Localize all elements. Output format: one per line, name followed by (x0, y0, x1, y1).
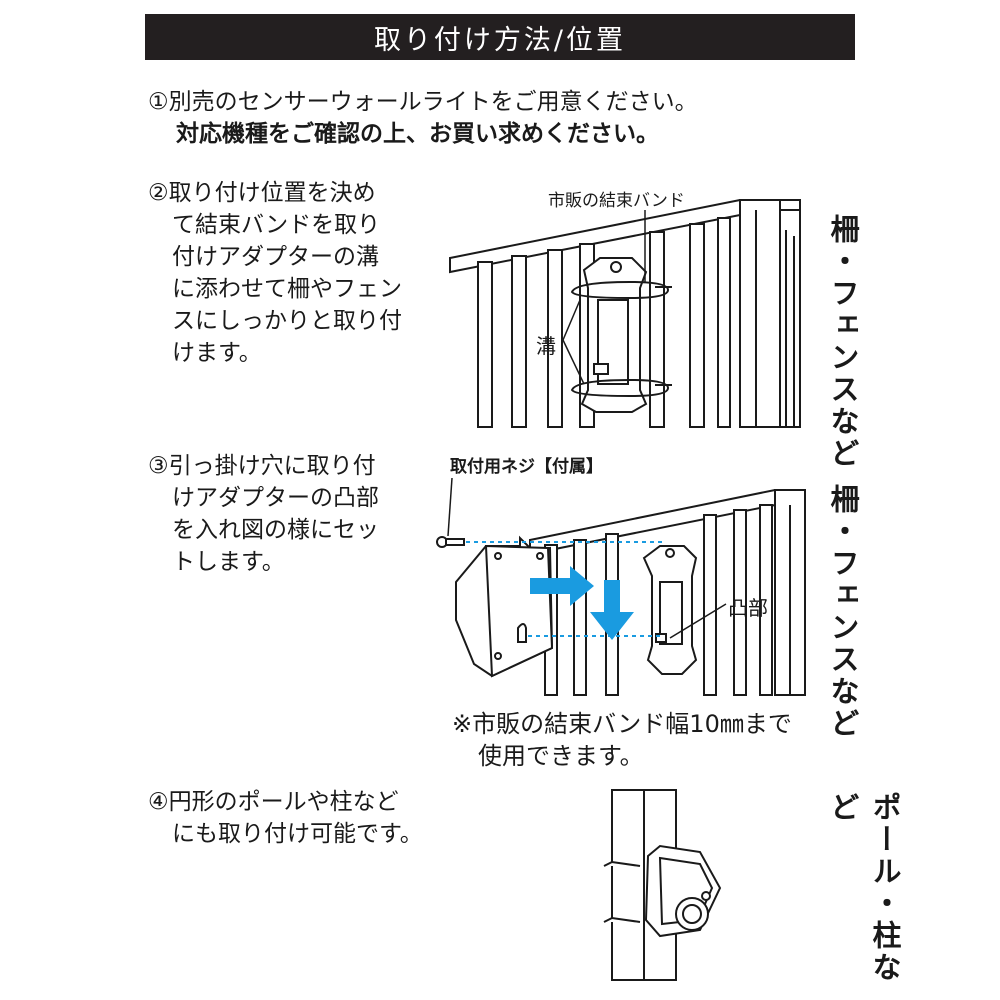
step2-line: スにしっかりと取り付 (172, 308, 402, 334)
step2-text: ②取り付け位置を決め て結束バンドを取り 付けアダプターの溝 に添わせて柵やフェ… (148, 177, 428, 369)
label-groove: 溝 (536, 334, 556, 358)
side-label-pole: ポール・柱など (826, 792, 902, 984)
step4-line: にも取り付け可能です。 (172, 821, 423, 847)
label-boss: 凸部 (728, 596, 768, 620)
section-header: 取り付け方法/位置 (145, 14, 855, 60)
note-text: ※市販の結束バンド幅10㎜まで 使用できます。 (452, 708, 792, 772)
step1-line1: ①別売のセンサーウォールライトをご用意ください。 (148, 89, 698, 115)
step2-line: 付けアダプターの溝 (172, 244, 379, 270)
note-line1: ※市販の結束バンド幅10㎜まで (452, 710, 792, 738)
side-label-fence-2: 柵・フェンスなど (826, 484, 860, 740)
step3-line: ③引っ掛け穴に取り付 (148, 453, 376, 479)
step2-line: て結束バンドを取り (172, 212, 381, 238)
step4-text: ④円形のポールや柱など にも取り付け可能です。 (148, 786, 423, 850)
step4-line: ④円形のポールや柱など (148, 789, 399, 815)
step3-line: トします。 (172, 549, 285, 575)
step3-text: ③引っ掛け穴に取り付 けアダプターの凸部 を入れ図の様にセッ トします。 (148, 450, 428, 578)
step2-line: に添わせて柵やフェン (172, 276, 402, 302)
label-screw: 取付用ネジ【付属】 (450, 457, 603, 477)
side-label-fence-1: 柵・フェンスなど (826, 214, 860, 470)
label-cable-tie: 市販の結束バンド (548, 191, 685, 211)
step2-line: けます。 (172, 340, 262, 366)
header-title: 取り付け方法/位置 (373, 24, 627, 56)
step3-line: を入れ図の様にセッ (172, 517, 379, 543)
step3-line: けアダプターの凸部 (172, 485, 379, 511)
step1-text: ①別売のセンサーウォールライトをご用意ください。 対応機種をご確認の上、お買い求… (148, 86, 698, 150)
step2-line: ②取り付け位置を決め (148, 180, 376, 206)
step1-line2: 対応機種をご確認の上、お買い求めください。 (176, 121, 659, 147)
note-line2: 使用できます。 (478, 742, 644, 770)
